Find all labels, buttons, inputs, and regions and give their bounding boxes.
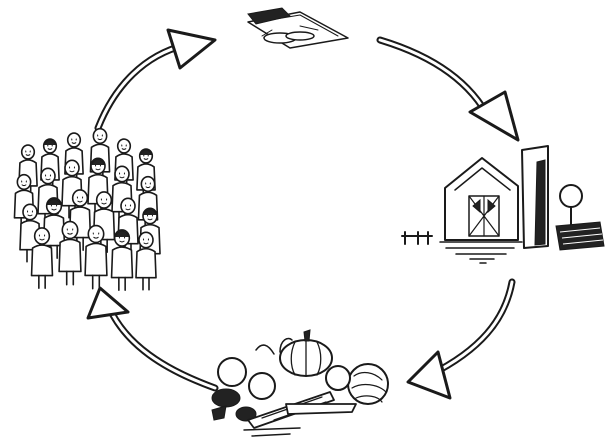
vegetables-pile-icon <box>212 330 388 436</box>
person-figure <box>32 228 53 288</box>
arrow-produce-to-community <box>88 288 215 388</box>
person-figure <box>85 226 107 289</box>
arrow-money-to-farm <box>380 40 518 140</box>
arrow-farm-to-produce <box>408 282 512 398</box>
person-figure <box>59 222 81 285</box>
farm-barn-icon <box>402 146 604 263</box>
person-figure <box>136 232 156 289</box>
money-stack-icon <box>248 8 348 48</box>
people-crowd-icon <box>14 129 160 291</box>
arrow-community-to-money <box>98 30 215 128</box>
person-figure <box>112 230 133 290</box>
